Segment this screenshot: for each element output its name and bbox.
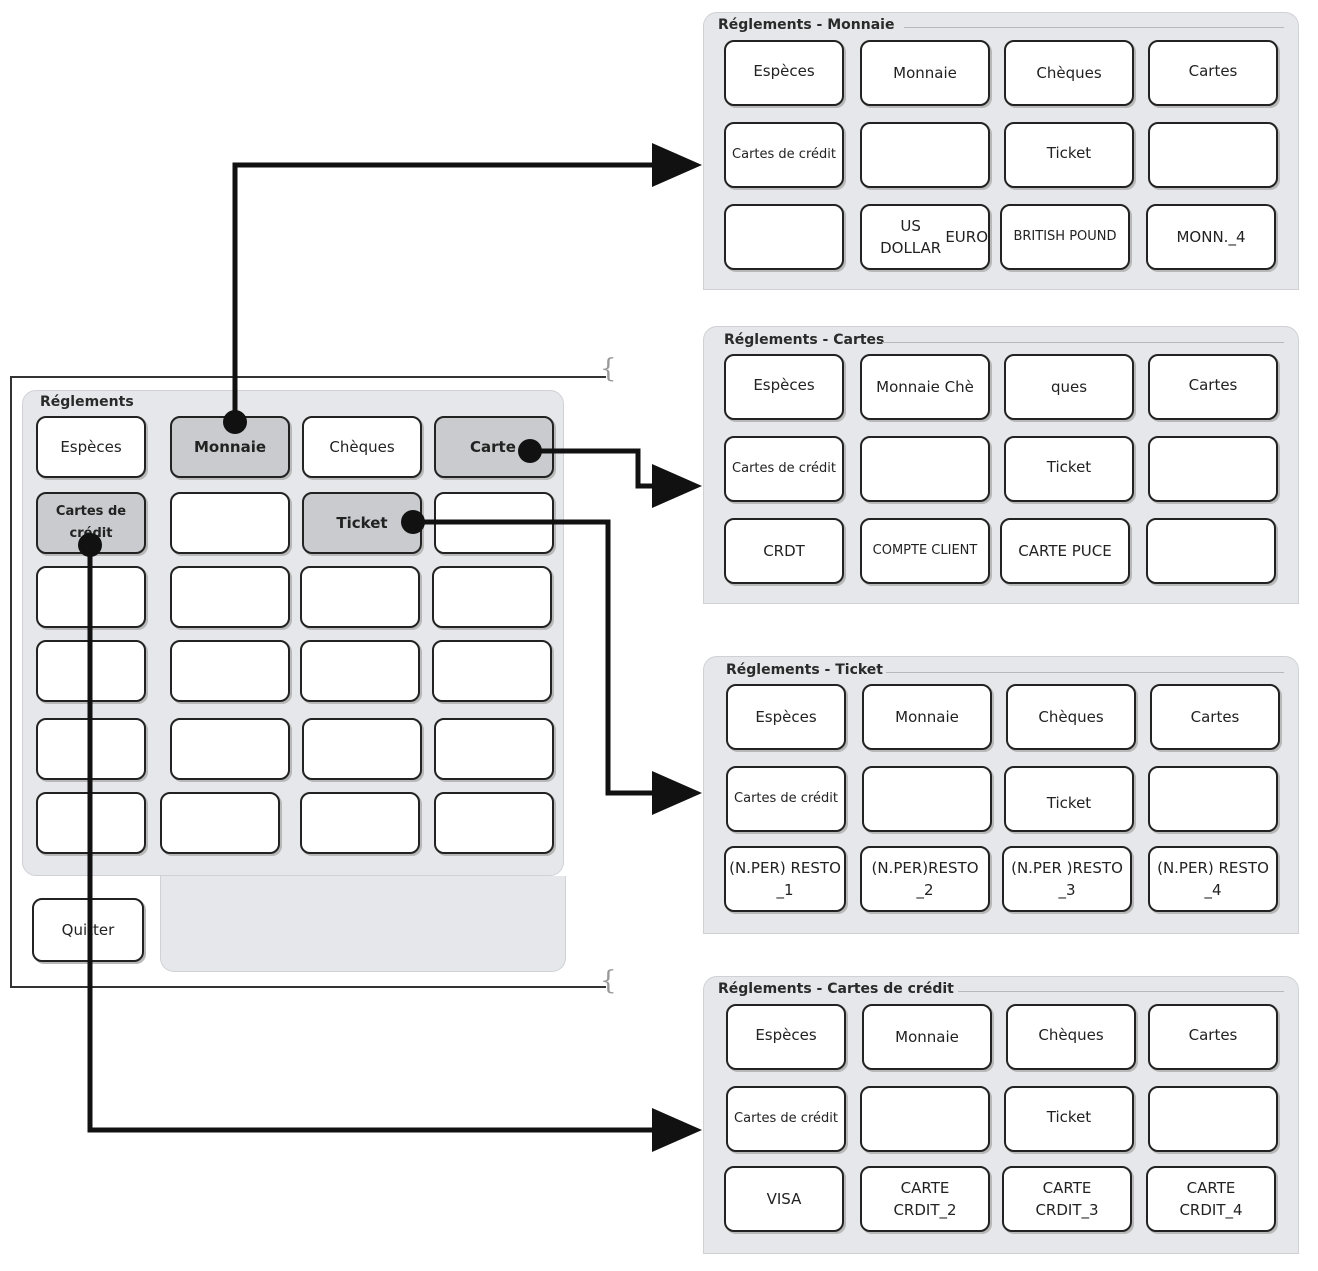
arrow-ticket-line [413, 519, 668, 796]
empty-button[interactable] [300, 566, 420, 628]
panel-ticket-ticket-button[interactable]: Ticket [1004, 766, 1134, 832]
cheques-button[interactable]: Chèques [302, 416, 422, 478]
panel-monnaie-cartes-credit-button[interactable]: Cartes de crédit [724, 122, 844, 188]
panel-cartes-ticket-button[interactable]: Ticket [1004, 436, 1134, 502]
empty-button[interactable] [1148, 122, 1278, 188]
panel-cartes-crdt-button[interactable]: CRDT [724, 518, 844, 584]
empty-button[interactable] [432, 640, 552, 702]
panel-cartes-credit-especes-button[interactable]: Espèces [726, 1004, 846, 1070]
panel-cartes-carte-puce-button[interactable]: CARTE PUCE [1000, 518, 1130, 584]
panel-monnaie-cartes-button[interactable]: Cartes [1148, 40, 1278, 106]
panel-cartes-credit-monnaie-button[interactable]: Monnaie [862, 1004, 992, 1070]
panel-cartes-credit-cheques-button[interactable]: Chèques [1006, 1004, 1136, 1070]
panel-cartes-credit-cartes-button[interactable]: Cartes [1148, 1004, 1278, 1070]
panel-cartes-credit-carte4-button[interactable]: CARTE CRDIT_4 [1146, 1166, 1276, 1232]
arrow-cartes-credit-head [652, 1108, 702, 1152]
empty-button[interactable] [434, 792, 554, 854]
panel-monnaie-ticket-button[interactable]: Ticket [1004, 122, 1134, 188]
empty-button[interactable] [170, 492, 290, 554]
panel-cartes-cartes-credit-button[interactable]: Cartes de crédit [724, 436, 844, 502]
empty-button[interactable] [862, 766, 992, 832]
panel-ticket-title: Réglements - Ticket [726, 662, 883, 678]
panel-monnaie-title: Réglements - Monnaie [718, 17, 895, 33]
panel-monnaie-especes-button[interactable]: Espèces [724, 40, 844, 106]
panel-cartes-especes-button[interactable]: Espèces [724, 354, 844, 420]
panel-ticket-resto4-button[interactable]: (N.PER) RESTO _4 [1148, 846, 1278, 912]
break-mark: { [600, 354, 617, 384]
panel-cartes-credit-carte3-button[interactable]: CARTE CRDIT_3 [1002, 1166, 1132, 1232]
panel-cartes-title: Réglements - Cartes [724, 332, 885, 348]
panel-monnaie-cheques-button[interactable]: Chèques [1004, 40, 1134, 106]
empty-button[interactable] [1146, 518, 1276, 584]
especes-button[interactable]: Espèces [36, 416, 146, 478]
arrow-cartes-credit-line [87, 545, 668, 1133]
arrow-ticket-head [652, 771, 702, 815]
title-rule [904, 27, 1284, 28]
panel-cartes-credit-carte2-button[interactable]: CARTE CRDIT_2 [860, 1166, 990, 1232]
empty-button[interactable] [434, 718, 554, 780]
panel-cartes-cheques-button[interactable]: ques [1004, 354, 1134, 420]
arrow-monnaie-line [232, 162, 668, 422]
panel-ticket-resto2-button[interactable]: (N.PER)RESTO _2 [860, 846, 990, 912]
panel-ticket-cartes-button[interactable]: Cartes [1150, 684, 1280, 750]
euro-label: EURO [945, 228, 988, 246]
arrow-ticket-dot [401, 510, 425, 534]
panel-cartes-cartes-button[interactable]: Cartes [1148, 354, 1278, 420]
panel-cartes-compte-client-button[interactable]: COMPTE CLIENT [860, 518, 990, 584]
empty-button[interactable] [1148, 766, 1278, 832]
title-rule [886, 672, 1284, 673]
panel-cartes-credit-cartes-credit-button[interactable]: Cartes de crédit [726, 1086, 846, 1152]
arrow-monnaie-head [652, 143, 702, 187]
us-dollar-label: US DOLLAR [880, 217, 942, 257]
empty-button[interactable] [300, 640, 420, 702]
arrow-cartes-credit-dot [78, 533, 102, 557]
empty-button[interactable] [724, 204, 844, 270]
empty-button[interactable] [170, 566, 290, 628]
arrow-monnaie-dot [223, 410, 247, 434]
panel-monnaie-british-pound-button[interactable]: BRITISH POUND [1000, 204, 1130, 270]
empty-button[interactable] [170, 640, 290, 702]
main-panel-title: Réglements [40, 394, 134, 410]
break-mark: { [600, 966, 617, 996]
panel-cartes-credit-visa-button[interactable]: VISA [724, 1166, 844, 1232]
empty-button[interactable] [860, 436, 990, 502]
empty-button[interactable] [302, 718, 422, 780]
main-panel-lower-area [160, 876, 566, 972]
arrow-cartes-line [530, 448, 668, 489]
empty-button[interactable] [160, 792, 280, 854]
main-screen-frame [10, 376, 606, 988]
empty-button[interactable] [860, 1086, 990, 1152]
empty-button[interactable] [170, 718, 290, 780]
title-rule [958, 991, 1284, 992]
panel-ticket-monnaie-button[interactable]: Monnaie [862, 684, 992, 750]
panel-ticket-resto3-button[interactable]: (N.PER )RESTO _3 [1002, 846, 1132, 912]
panel-cartes-monnaie-button[interactable]: Monnaie Chè [860, 354, 990, 420]
panel-monnaie-monn4-button[interactable]: MONN._4 [1146, 204, 1276, 270]
panel-cartes-credit-ticket-button[interactable]: Ticket [1004, 1086, 1134, 1152]
panel-monnaie-monnaie-button[interactable]: Monnaie [860, 40, 990, 106]
arrow-cartes-dot [518, 439, 542, 463]
empty-button[interactable] [432, 566, 552, 628]
panel-ticket-cartes-credit-button[interactable]: Cartes de crédit [726, 766, 846, 832]
empty-button[interactable] [1148, 1086, 1278, 1152]
panel-ticket-cheques-button[interactable]: Chèques [1006, 684, 1136, 750]
panel-ticket-resto1-button[interactable]: (N.PER) RESTO _1 [724, 846, 846, 912]
empty-button[interactable] [300, 792, 420, 854]
panel-cartes-credit-title: Réglements - Cartes de crédit [718, 981, 954, 997]
arrow-cartes-head [652, 464, 702, 508]
title-rule [882, 342, 1284, 343]
empty-button[interactable] [860, 122, 990, 188]
empty-button[interactable] [1148, 436, 1278, 502]
panel-ticket-especes-button[interactable]: Espèces [726, 684, 846, 750]
